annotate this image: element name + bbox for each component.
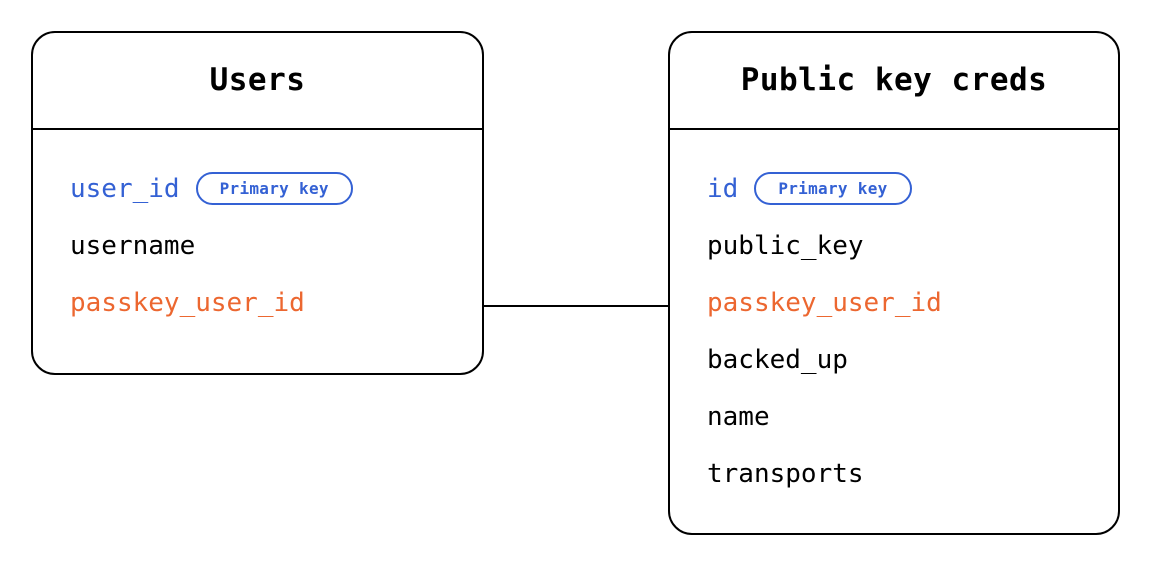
relationship-connector: [483, 305, 669, 307]
field-name-user-id: user_id: [70, 173, 180, 204]
field-row[interactable]: name: [707, 388, 1118, 445]
primary-key-badge: Primary key: [195, 172, 353, 205]
field-row[interactable]: id Primary key: [707, 160, 1118, 217]
field-name-transports: transports: [707, 458, 864, 489]
field-name-name: name: [707, 401, 770, 432]
field-row[interactable]: username: [70, 217, 482, 274]
field-row[interactable]: user_id Primary key: [70, 160, 482, 217]
field-row[interactable]: public_key: [707, 217, 1118, 274]
entity-title: Users: [209, 62, 306, 98]
field-name-backed-up: backed_up: [707, 344, 848, 375]
entity-field-list-users: user_id Primary key username passkey_user_i…: [33, 130, 482, 331]
field-row[interactable]: backed_up: [707, 331, 1118, 388]
field-row[interactable]: passkey_user_id: [707, 274, 1118, 331]
entity-table-users[interactable]: Users user_id Primary key username passkey_u…: [31, 31, 484, 375]
field-name-passkey-user-id: passkey_user_id: [70, 287, 305, 318]
entity-header-users: Users: [33, 33, 482, 130]
field-name-username: username: [70, 230, 196, 261]
field-row[interactable]: passkey_user_id: [70, 274, 482, 331]
field-name-id: id: [707, 173, 739, 204]
field-row[interactable]: transports: [707, 445, 1118, 502]
entity-title: Public key creds: [740, 62, 1048, 98]
primary-key-badge: Primary key: [754, 172, 912, 205]
field-name-passkey-user-id: passkey_user_id: [707, 287, 942, 318]
entity-header-public-key-creds: Public key creds: [670, 33, 1118, 130]
field-name-public-key: public_key: [707, 230, 864, 261]
